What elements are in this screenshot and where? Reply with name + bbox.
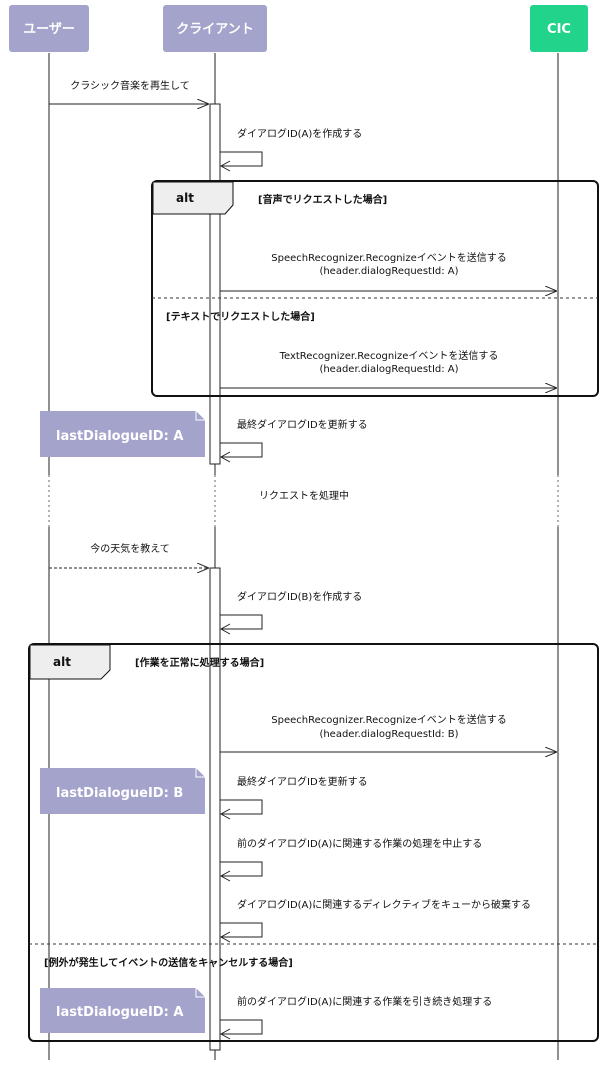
participant-client: クライアント — [163, 5, 267, 52]
message-label: SpeechRecognizer.Recognizeイベントを送信する — [271, 251, 506, 264]
message-label: 今の天気を教えて — [90, 542, 170, 555]
message-label: 最終ダイアログIDを更新する — [237, 418, 368, 431]
arrowhead — [219, 451, 231, 463]
note-text: lastDialogueID: A — [56, 429, 183, 444]
delay-label: リクエストを処理中 — [259, 489, 349, 502]
alt-fragment-2: alt [作業を正常に処理する場合] [例外が発生してイベントの送信をキャンセル… — [28, 643, 599, 1042]
participant-cic: CIC — [530, 5, 588, 52]
fragment-label: alt — [176, 191, 194, 205]
note-last-dialogue-id: lastDialogueID: A — [40, 988, 205, 1033]
arrowhead — [219, 623, 231, 635]
activation-bar — [209, 103, 221, 465]
activations — [209, 103, 221, 1051]
message-label: 前のダイアログID(A)に関連する作業を引き続き処理する — [237, 995, 492, 1008]
fragment-condition: [例外が発生してイベントの送信をキャンセルする場合] — [44, 956, 293, 969]
self-message-arrow — [220, 861, 263, 877]
self-message-arrow — [220, 1019, 263, 1035]
self-message-arrow — [220, 442, 263, 458]
activation-bar — [209, 567, 221, 1051]
arrowhead — [219, 870, 231, 882]
participant-label: CIC — [547, 22, 571, 37]
message-label: ダイアログID(A)を作成する — [237, 127, 362, 140]
message-label: (header.dialogRequestId: A) — [319, 266, 458, 277]
message-label: TextRecognizer.Recognizeイベントを送信する — [279, 349, 499, 362]
arrowhead — [219, 931, 231, 943]
message-label: (header.dialogRequestId: B) — [319, 729, 458, 740]
message-label: 最終ダイアログIDを更新する — [237, 775, 368, 788]
note-text: lastDialogueID: B — [56, 786, 183, 801]
message-label: ダイアログID(A)に関連するディレクティブをキューから破棄する — [237, 898, 531, 911]
note-last-dialogue-id: lastDialogueID: B — [40, 768, 205, 814]
message-label: クラシック音楽を再生して — [70, 79, 190, 92]
note-last-dialogue-id: lastDialogueID: A — [40, 411, 205, 457]
fragment-condition: [音声でリクエストした場合] — [258, 193, 387, 206]
fragment-label: alt — [53, 655, 71, 669]
message-label: (header.dialogRequestId: A) — [319, 364, 458, 375]
self-message-arrow — [220, 151, 263, 167]
self-message-arrow — [220, 799, 263, 815]
message-label: 前のダイアログID(A)に関連する作業の処理を中止する — [237, 837, 482, 850]
fragment-condition: [作業を正常に処理する場合] — [135, 656, 264, 669]
arrowhead — [219, 160, 231, 172]
arrowhead — [219, 1028, 231, 1040]
fragment-condition: [テキストでリクエストした場合] — [166, 310, 315, 323]
participant-label: クライアント — [176, 22, 253, 37]
alt-fragment-1: alt [音声でリクエストした場合] [テキストでリクエストした場合] — [151, 180, 599, 397]
note-text: lastDialogueID: A — [56, 1005, 183, 1020]
message-label: ダイアログID(B)を作成する — [237, 590, 362, 603]
arrowhead — [219, 808, 231, 820]
message-label: SpeechRecognizer.Recognizeイベントを送信する — [271, 713, 506, 726]
participant-user: ユーザー — [9, 5, 89, 52]
self-message-arrow — [220, 922, 263, 938]
participant-label: ユーザー — [23, 22, 75, 37]
self-message-arrow — [220, 614, 263, 630]
